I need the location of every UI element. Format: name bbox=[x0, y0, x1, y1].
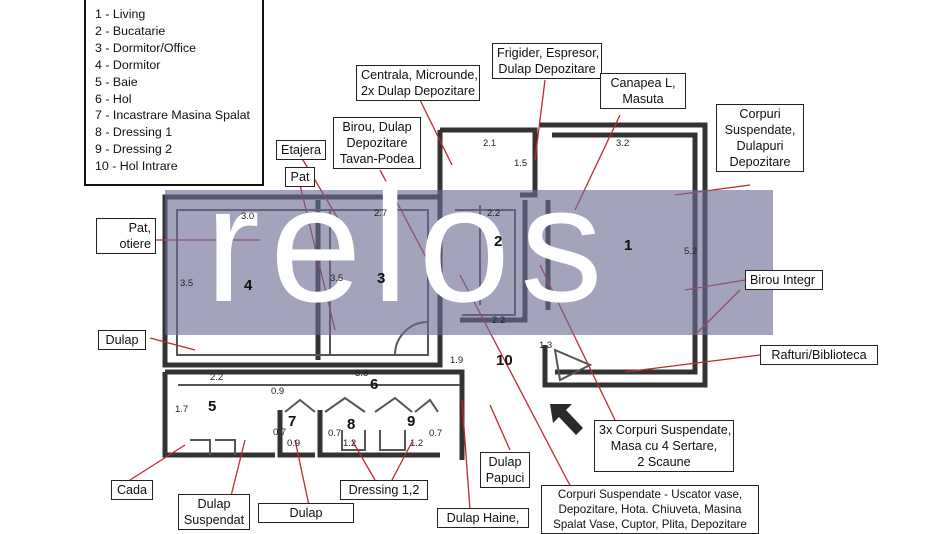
room-number-1: 1 bbox=[624, 237, 633, 254]
legend-item: 4 - Dormitor bbox=[95, 57, 161, 72]
dimension-label: 3.8 bbox=[355, 368, 369, 379]
dimension-label: 2.1 bbox=[483, 138, 497, 149]
dimension-label: 2.2 bbox=[210, 372, 224, 383]
room-number-6: 6 bbox=[370, 376, 379, 393]
callout-canapea: Canapea L, Masuta bbox=[600, 73, 686, 109]
callout-dulap-suspendat: Dulap Suspendat bbox=[178, 494, 250, 530]
room-number-3: 3 bbox=[377, 270, 386, 287]
watermark-band bbox=[165, 190, 773, 335]
callout-dressing: Dressing 1,2 bbox=[340, 480, 428, 500]
callout-pat-top: Pat bbox=[285, 167, 315, 187]
room-number-2: 2 bbox=[494, 233, 503, 250]
dimension-label: 5.2 bbox=[684, 246, 698, 257]
dimension-label: 0.7 bbox=[429, 428, 443, 439]
room-number-9: 9 bbox=[407, 413, 416, 430]
legend-box: 1 - Living 2 - Bucatarie 3 - Dormitor/Of… bbox=[84, 0, 264, 186]
dimension-label: 0.7 bbox=[273, 427, 287, 438]
room-number-4: 4 bbox=[244, 277, 253, 294]
dimension-label: 1.7 bbox=[175, 404, 189, 415]
room-number-7: 7 bbox=[288, 413, 297, 430]
callout-dulap-papuci: Dulap Papuci bbox=[480, 452, 530, 488]
callout-corpuri-top: Corpuri Suspendate, Dulapuri Depozitare bbox=[716, 104, 804, 172]
callout-dulap-haine: Dulap Haine, bbox=[437, 508, 529, 528]
callout-rafturi: Rafturi/Biblioteca bbox=[760, 345, 878, 365]
callout-birou-integr: Birou Integr bbox=[745, 270, 823, 290]
dimension-label: 2.2 bbox=[492, 315, 506, 326]
room-number-10: 10 bbox=[496, 352, 513, 369]
dimension-label: 0.9 bbox=[287, 438, 301, 449]
legend-item: 3 - Dormitor/Office bbox=[95, 40, 196, 55]
legend-item: 2 - Bucatarie bbox=[95, 23, 166, 38]
dimension-label: 3.5 bbox=[180, 278, 194, 289]
dimension-label: 0.7 bbox=[328, 428, 342, 439]
legend-item: 10 - Hol Intrare bbox=[95, 159, 178, 174]
legend-item: 6 - Hol bbox=[95, 91, 132, 106]
dimension-label: 3.5 bbox=[330, 273, 344, 284]
callout-pat-left: Pat, otiere bbox=[96, 218, 156, 254]
legend-item: 9 - Dressing 2 bbox=[95, 142, 173, 157]
room-number-5: 5 bbox=[208, 398, 217, 415]
dimension-label: 1.5 bbox=[514, 158, 528, 169]
callout-dulap-bottom: Dulap bbox=[258, 503, 354, 523]
callout-centrala: Centrala, Microunde, 2x Dulap Depozitare bbox=[356, 65, 480, 101]
dimension-label: 2.7 bbox=[374, 208, 388, 219]
legend-item: 1 - Living bbox=[95, 7, 146, 21]
dimension-label: 1.3 bbox=[539, 340, 553, 351]
legend-item: 5 - Baie bbox=[95, 74, 138, 89]
callout-dulap-left: Dulap bbox=[98, 330, 146, 350]
callout-cada: Cada bbox=[111, 480, 153, 500]
callout-birou-dulap: Birou, Dulap Depozitare Tavan-Podea bbox=[333, 117, 421, 169]
dimension-label: 3.2 bbox=[616, 138, 630, 149]
callout-corpuri-mid: 3x Corpuri Suspendate, Masa cu 4 Sertare… bbox=[594, 420, 734, 472]
dimension-label: 1.9 bbox=[450, 355, 464, 366]
callout-etajera: Etajera bbox=[276, 140, 326, 160]
dimension-label: 2.2 bbox=[487, 208, 501, 219]
watermark-text: relos bbox=[205, 152, 613, 336]
legend-item: 8 - Dressing 1 bbox=[95, 125, 173, 140]
callout-frigider: Frigider, Espresor, Dulap Depozitare bbox=[492, 43, 602, 79]
dimension-label: 1.2 bbox=[410, 438, 424, 449]
dimension-label: 3.0 bbox=[241, 211, 255, 222]
legend-item: 7 - Incastrare Masina Spalat bbox=[95, 108, 250, 123]
dimension-label: 0.9 bbox=[271, 386, 285, 397]
room-number-8: 8 bbox=[347, 416, 356, 433]
dimension-label: 1.2 bbox=[343, 438, 357, 449]
entry-arrow-icon bbox=[550, 404, 583, 435]
